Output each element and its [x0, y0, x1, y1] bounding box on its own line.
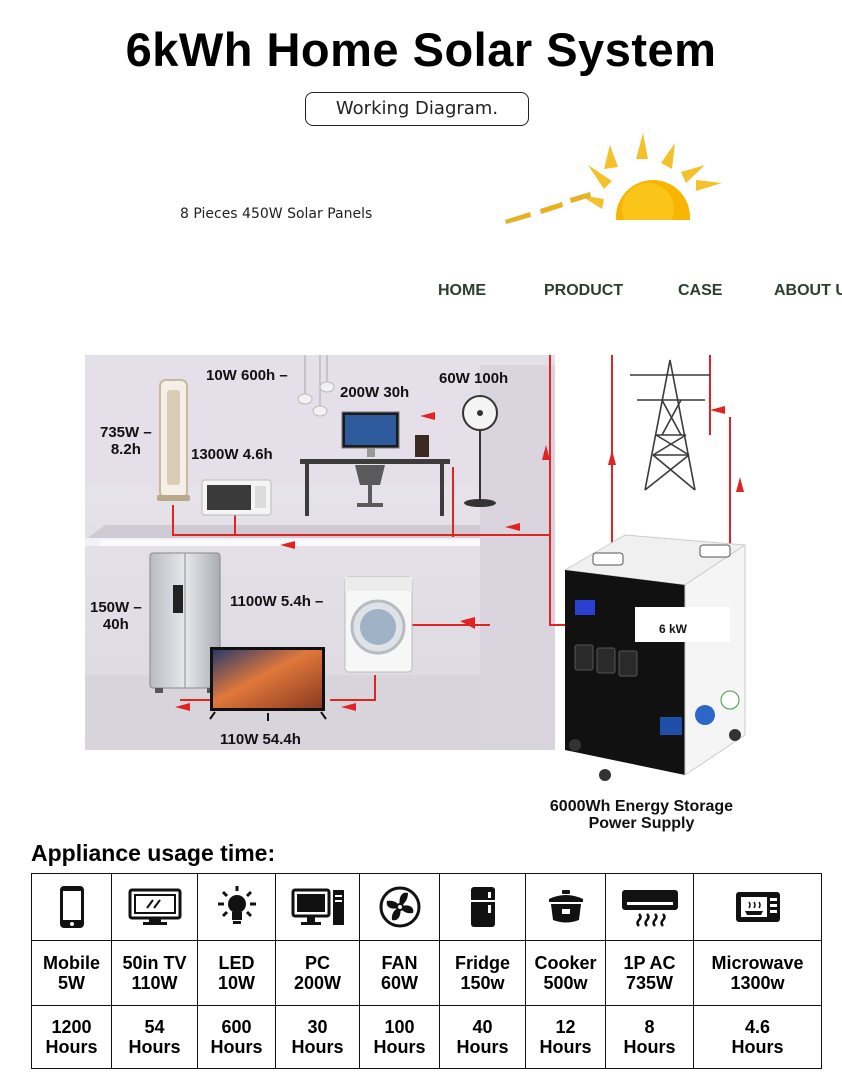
working-diagram-label: Working Diagram.: [305, 92, 529, 126]
table-cell: [605, 873, 694, 941]
house-illustration: CE: [85, 355, 747, 781]
sun-icon: [505, 133, 722, 224]
table-cell: [439, 873, 526, 941]
bulb-icon: [217, 886, 256, 924]
ac-icon: [621, 890, 678, 927]
washer-label: 1100W 5.4h –: [230, 593, 324, 610]
usage-title: Appliance usage time:: [31, 840, 276, 866]
svg-text:CE: CE: [625, 732, 650, 752]
lamp-label: 10W 600h –: [206, 367, 288, 384]
top-nav: HOME PRODUCT CASE ABOUT U: [0, 282, 842, 302]
tv-icon: [128, 888, 181, 925]
fridge-icon: [470, 887, 495, 927]
fan-label: 60W 100h: [439, 370, 509, 387]
mobile-icon: [59, 886, 84, 928]
table-cell: [197, 873, 276, 941]
table-cell: [693, 873, 822, 941]
pc-icon: [291, 888, 344, 925]
table-cell: [275, 873, 360, 941]
working-diagram: CE 10W 600h – 200W 30h 60W 100h 735W –8.…: [85, 355, 842, 832]
cooker-icon: [548, 890, 583, 923]
pc-label: 200W 30h: [340, 384, 410, 401]
table-cell: [359, 873, 440, 941]
microwave-icon: [735, 892, 780, 922]
table-cell: [111, 873, 198, 941]
nav-home[interactable]: HOME: [438, 282, 486, 299]
battery-badge: 6 kW: [659, 622, 688, 636]
nav-case[interactable]: CASE: [678, 282, 723, 299]
icon-row: [31, 873, 822, 941]
nav-about[interactable]: ABOUT U: [774, 282, 842, 299]
solar-panels-label: 8 Pieces 450W Solar Panels: [180, 206, 373, 222]
table-cell: [525, 873, 606, 941]
page-title: 6kWh Home Solar System: [125, 23, 717, 76]
fan-icon: [379, 886, 420, 928]
tower-ac-label: 735W –8.2h: [100, 424, 152, 458]
nav-product[interactable]: PRODUCT: [544, 282, 624, 299]
microwave-label: 1300W 4.6h: [191, 446, 273, 463]
fridge-label: 150W –40h: [90, 599, 142, 633]
tv-label: 110W 54.4h: [220, 731, 301, 748]
table-cell: [31, 873, 112, 941]
